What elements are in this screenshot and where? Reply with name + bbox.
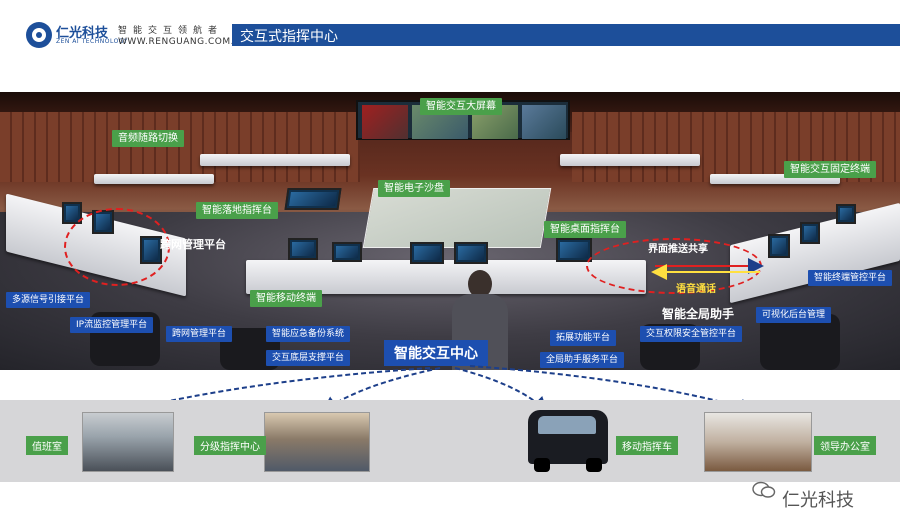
label-assistant-service: 全局助手服务平台 <box>540 352 625 368</box>
label-floor-console: 智能落地指挥台 <box>196 202 278 219</box>
label-ip-stream: IP流监控管理平台 <box>70 317 154 333</box>
label-branch-center: 分级指挥中心 <box>194 436 266 455</box>
label-duty-room: 值班室 <box>26 436 68 455</box>
brand-name: 仁光科技 <box>56 26 109 41</box>
leader-office-photo <box>704 412 812 472</box>
label-sand-table: 智能电子沙盘 <box>378 180 450 197</box>
duty-room-photo <box>82 412 174 472</box>
label-fixed-terminal: 智能交互固定终端 <box>784 161 876 178</box>
center-label: 智能交互中心 <box>384 340 488 366</box>
label-expansion: 拓展功能平台 <box>550 330 617 346</box>
logo-icon <box>26 22 52 48</box>
mid-desk-right <box>710 174 840 184</box>
label-emergency-backup: 智能应急备份系统 <box>266 326 351 342</box>
label-cross-net-1: 跨网管理平台 <box>160 238 226 251</box>
watermark-text: 仁光科技 <box>782 490 854 511</box>
label-multi-signal: 多源信号引接平台 <box>6 292 91 308</box>
label-cross-net-2: 跨网管理平台 <box>166 326 233 342</box>
label-terminal-mgmt: 智能终端管控平台 <box>808 270 893 286</box>
rear-desk-right <box>560 154 700 166</box>
label-desktop-console: 智能桌面指挥台 <box>544 221 626 238</box>
label-visual-backend: 可视化后台管理 <box>756 307 832 323</box>
label-audio-switch: 音频随路切换 <box>112 130 184 147</box>
label-mobile-terminal: 智能移动终端 <box>250 290 322 307</box>
command-vehicle-image <box>520 400 614 474</box>
brand-subtitle: ZEN AI TECHNOLOGY <box>56 38 128 45</box>
sand-table <box>362 188 552 248</box>
website-url: WWW.RENGUANG.COM.CN <box>118 37 248 47</box>
slogan: 智能交互领航者 <box>118 26 224 36</box>
label-screen-push: 界面推送共享 <box>648 244 708 255</box>
branch-center-photo <box>264 412 370 472</box>
label-global-assistant: 智能全局助手 <box>662 307 735 321</box>
floor-console-screen <box>284 188 342 210</box>
header: 仁光科技 ZEN AI TECHNOLOGY 智能交互领航者 WWW.RENGU… <box>0 0 900 58</box>
wechat-icon <box>752 481 776 498</box>
label-security: 交互权限安全管控平台 <box>640 326 743 342</box>
label-mobile-vehicle: 移动指挥车 <box>616 436 678 455</box>
page-title: 交互式指挥中心 <box>240 29 338 45</box>
dashed-highlight-left <box>64 208 170 286</box>
label-base-support: 交互底层支撑平台 <box>266 350 351 366</box>
label-big-screen: 智能交互大屏幕 <box>420 98 502 115</box>
label-leader-office: 领导办公室 <box>814 436 876 455</box>
label-voice-call: 语音通话 <box>676 284 716 295</box>
rear-desk-left <box>200 154 350 166</box>
left-wall <box>0 112 360 182</box>
front-center-desk <box>246 260 646 294</box>
mid-desk-left <box>94 174 214 184</box>
title-bar: 交互式指挥中心 <box>232 24 900 46</box>
